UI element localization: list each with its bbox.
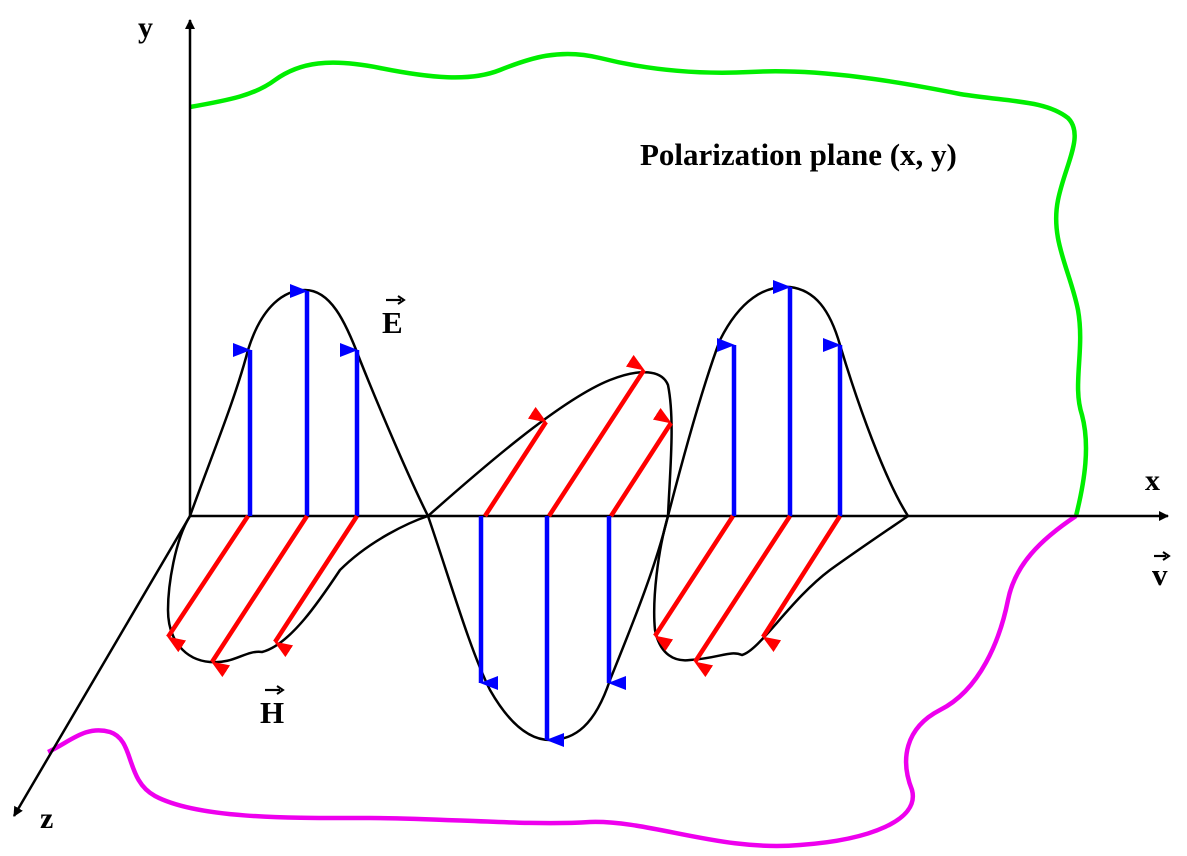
magnetic-vector-arrow [611, 423, 671, 516]
magnetic-field-label: H [260, 695, 284, 730]
y-axis-label: y [138, 11, 153, 44]
magnetic-vector-arrow [763, 516, 840, 637]
magnetic-wave-curve [168, 516, 428, 662]
electric-field-label: E [382, 305, 403, 340]
magnetic-vector-arrow [695, 516, 790, 662]
polarization-plane-label: Polarization plane (x, y) [640, 137, 957, 172]
magnetic-vector-arrow [212, 516, 307, 662]
velocity-label: v [1152, 557, 1168, 592]
electric-field-vector-sign [386, 296, 404, 304]
polarization-plane-boundary [190, 54, 1086, 516]
magnetic-vector-arrow [549, 370, 644, 516]
magnetic-plane-boundary [48, 516, 1076, 846]
x-axis-label: x [1145, 464, 1160, 497]
magnetic-field-vector-sign [265, 686, 283, 694]
magnetic-vector-arrow [485, 422, 546, 516]
electric-vectors [250, 287, 840, 740]
z-axis [14, 516, 190, 816]
magnetic-wave-curve [428, 372, 672, 516]
z-axis-label: z [40, 802, 53, 835]
magnetic-wave-curve [654, 516, 908, 660]
magnetic-vector-arrow [275, 516, 357, 642]
